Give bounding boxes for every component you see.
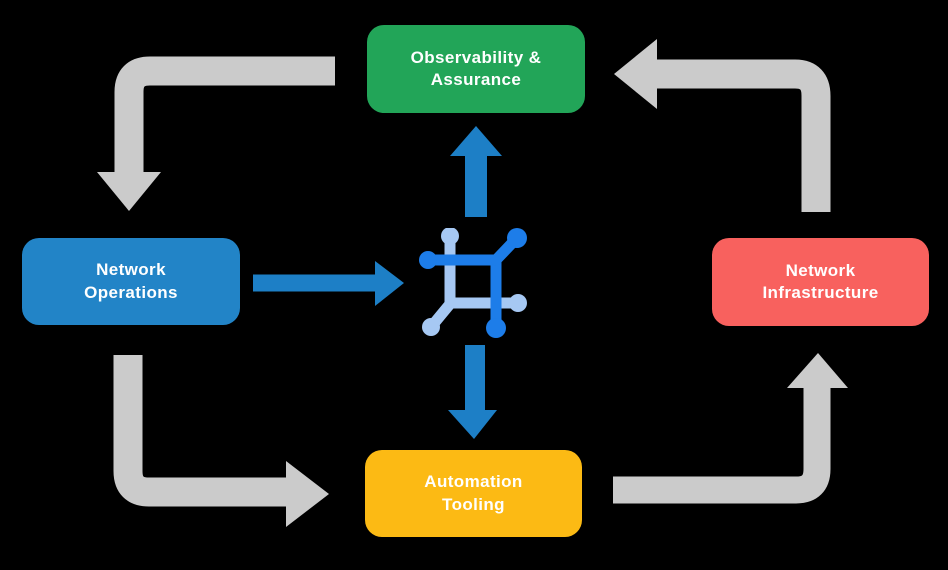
arrow-operations-to-automation [113,355,329,527]
arrow-center-to-observability [450,126,502,217]
arrow-observability-to-operations [97,56,335,211]
arrow-automation-to-infrastructure [613,353,848,504]
node-network-infrastructure: Network Infrastructure [712,238,929,326]
arrow-center-to-automation [448,345,497,439]
node-network-operations: Network Operations [22,238,240,325]
node-automation-tooling-label: Automation Tooling [424,472,523,514]
arrow-operations-to-center [253,261,404,306]
node-observability-assurance-label: Observability & Assurance [410,47,542,89]
arrow-infrastructure-to-observability [614,39,831,212]
node-observability-assurance: Observability & Assurance [367,25,585,113]
node-automation-tooling: Automation Tooling [365,450,582,537]
node-network-infrastructure-label: Network Infrastructure [762,260,879,302]
node-network-operations-label: Network Operations [84,260,178,302]
network-mesh-icon [419,228,527,338]
